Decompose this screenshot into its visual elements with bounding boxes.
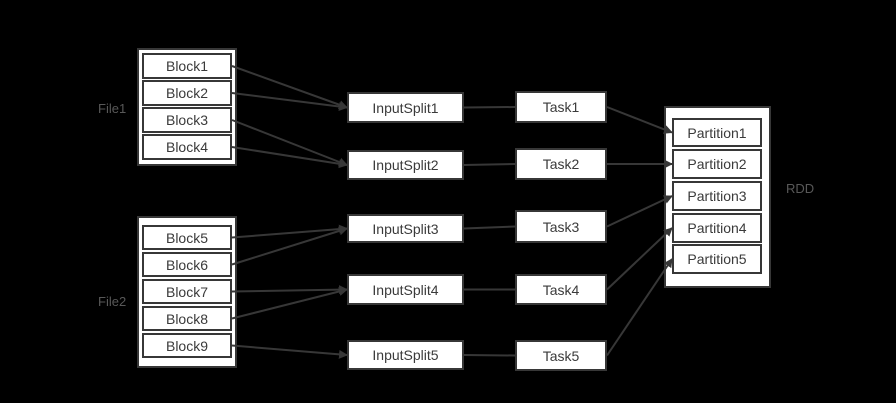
node-inputsplit4: InputSplit4	[347, 274, 464, 305]
node-block7: Block7	[142, 279, 232, 304]
edge-block4-to-inputsplit2	[231, 146, 348, 169]
node-task2: Task2	[515, 148, 607, 180]
node-partition4: Partition4	[672, 213, 762, 243]
node-label-inputsplit2: InputSplit2	[372, 157, 439, 173]
node-inputsplit2: InputSplit2	[347, 150, 464, 180]
node-inputsplit1: InputSplit1	[347, 92, 464, 123]
node-label-partition4: Partition4	[687, 220, 747, 236]
edge-task1-to-partition1	[606, 106, 673, 134]
node-task1: Task1	[515, 91, 607, 123]
node-label-block9: Block9	[165, 337, 209, 354]
node-block1: Block1	[142, 53, 232, 79]
node-label-inputsplit4: InputSplit4	[372, 281, 439, 298]
group-label-file1: File1	[98, 101, 127, 116]
edge-block8-to-inputsplit4	[231, 287, 348, 320]
node-task3: Task3	[515, 210, 607, 243]
node-label-partition1: Partition1	[687, 124, 747, 141]
edge-block7-to-inputsplit4	[231, 285, 348, 295]
node-label-partition2: Partition2	[687, 156, 747, 172]
node-partition1: Partition1	[672, 118, 762, 147]
node-partition3: Partition3	[672, 181, 762, 211]
group-label-rdd: RDD	[786, 181, 815, 196]
node-label-inputsplit3: InputSplit3	[372, 220, 439, 237]
edge-inputsplit5-to-task5	[463, 354, 516, 357]
edge-block5-to-inputsplit3	[231, 224, 348, 239]
node-label-inputsplit5: InputSplit5	[372, 347, 439, 363]
edge-task4-to-partition4	[606, 227, 673, 291]
node-block3: Block3	[142, 107, 232, 133]
node-label-task5: Task5	[542, 347, 580, 364]
node-label-partition3: Partition3	[687, 188, 747, 204]
node-label-block7: Block7	[165, 283, 209, 300]
edge-block3-to-inputsplit2	[231, 119, 348, 167]
group-label-file2: File2	[98, 294, 127, 309]
edge-inputsplit1-to-task1	[463, 106, 516, 109]
node-task4: Task4	[515, 274, 607, 305]
node-label-block1: Block1	[165, 58, 209, 74]
node-label-task4: Task4	[542, 281, 580, 298]
node-label-task1: Task1	[542, 99, 580, 115]
node-block6: Block6	[142, 252, 232, 277]
node-block9: Block9	[142, 333, 232, 358]
node-label-inputsplit1: InputSplit1	[372, 99, 439, 116]
node-label-block2: Block2	[165, 85, 209, 101]
node-label-block6: Block6	[165, 256, 209, 273]
edge-inputsplit3-to-task3	[463, 225, 516, 230]
edge-block2-to-inputsplit1	[231, 92, 348, 111]
node-inputsplit5: InputSplit5	[347, 340, 464, 370]
node-block2: Block2	[142, 80, 232, 106]
node-label-block8: Block8	[165, 310, 209, 327]
edge-block1-to-inputsplit1	[231, 65, 348, 110]
node-partition2: Partition2	[672, 149, 762, 179]
node-label-task2: Task2	[542, 156, 580, 172]
node-partition5: Partition5	[672, 244, 762, 274]
node-label-task3: Task3	[542, 218, 580, 235]
node-block4: Block4	[142, 134, 232, 160]
edge-block6-to-inputsplit3	[231, 226, 348, 266]
node-block5: Block5	[142, 225, 232, 250]
node-label-block5: Block5	[165, 229, 209, 246]
node-block8: Block8	[142, 306, 232, 331]
node-inputsplit3: InputSplit3	[347, 214, 464, 243]
node-task5: Task5	[515, 340, 607, 371]
edge-task5-to-partition5	[606, 258, 673, 357]
node-label-block3: Block3	[165, 112, 209, 128]
edge-inputsplit2-to-task2	[463, 163, 516, 166]
edge-task3-to-partition3	[606, 195, 673, 228]
edge-block9-to-inputsplit5	[231, 344, 348, 359]
node-label-block4: Block4	[165, 139, 209, 155]
node-label-partition5: Partition5	[687, 251, 747, 267]
